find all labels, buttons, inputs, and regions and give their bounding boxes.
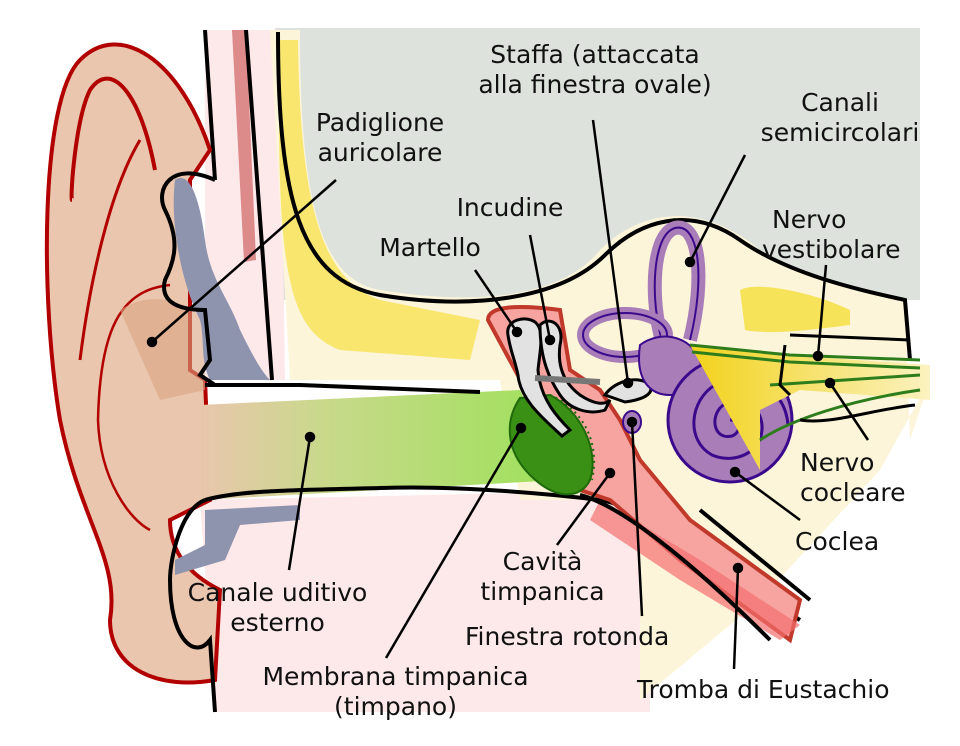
eustachian-outline-b: [698, 508, 812, 602]
cochlear-nerve: [769, 373, 921, 387]
label-staffa: Staffa (attaccata alla finestra ovale): [450, 40, 740, 100]
label-line: Tromba di Eustachio: [637, 675, 890, 704]
leader-dot-tromba: [732, 562, 744, 574]
label-tromba-di-eustachio: Tromba di Eustachio: [637, 675, 937, 705]
label-line: Canali: [801, 88, 879, 117]
cartilage-lower: [175, 505, 300, 575]
label-line: Cavità: [502, 547, 583, 576]
leader-dot-coclea: [729, 466, 741, 478]
leader-tromba: [732, 567, 740, 670]
bone-yellow-inner: [740, 286, 850, 333]
tensor-tendon: [534, 375, 601, 385]
label-line: Membrana timpanica: [262, 662, 529, 691]
leader-finestra: [630, 421, 644, 617]
bone-outline: [276, 31, 912, 361]
label-line: alla finestra ovale): [478, 70, 712, 99]
leader-martello: [473, 269, 519, 333]
label-line: Incudine: [456, 193, 564, 222]
label-membrana-timpanica: Membrana timpanica (timpano): [238, 662, 553, 722]
label-cavita-timpanica: Cavità timpanica: [470, 547, 615, 607]
label-line: semicircolari: [760, 118, 920, 147]
label-line: esterno: [230, 608, 325, 637]
leader-dot-padiglione: [146, 336, 158, 348]
leader-dot-finestra: [626, 416, 638, 428]
incus: [538, 319, 612, 414]
nerve-bundle: [690, 345, 930, 470]
leader-dot-cavita: [604, 467, 616, 479]
ear-canal: [200, 390, 560, 500]
leader-dot-nervo-vestibolare: [812, 350, 824, 362]
label-nervo-cocleare: Nervo cocleare: [800, 448, 940, 508]
eardrum: [508, 393, 594, 496]
leader-cavita: [555, 472, 612, 546]
head-outline-left: [203, 29, 217, 181]
label-coclea: Coclea: [795, 527, 905, 557]
label-line: Padiglione: [315, 108, 445, 137]
leader-dot-membrana: [515, 422, 527, 434]
label-line: auricolare: [317, 138, 443, 167]
lobule-outline: [167, 498, 217, 713]
label-nervo-vestibolare: Nervo vestibolare: [762, 205, 942, 265]
label-line: Nervo: [772, 205, 847, 234]
label-line: Staffa (attaccata: [490, 40, 700, 69]
malleus: [506, 317, 573, 438]
antihelix: [96, 283, 171, 532]
leader-nervo-vestibolare: [816, 264, 828, 357]
label-line: timpanica: [480, 577, 605, 606]
leader-coclea: [734, 470, 801, 522]
leader-dot-nervo-cocleare: [824, 377, 836, 389]
label-line: (timpano): [334, 692, 457, 721]
leader-padiglione: [151, 179, 337, 343]
leader-canali: [688, 154, 747, 263]
leader-dot-canali: [684, 256, 696, 268]
pinna-fold-2: [78, 139, 142, 361]
label-line: Canale uditivo: [187, 578, 368, 607]
cochlear-nerve-2: [759, 388, 921, 442]
label-finestra-rotonda: Finestra rotonda: [465, 622, 710, 652]
cartilage: [173, 178, 270, 380]
label-canale-uditivo-esterno: Canale uditivo esterno: [170, 578, 385, 638]
semicircular-canal-vertical-outline: [653, 226, 700, 351]
label-line: Martello: [379, 233, 481, 262]
vestibular-nerve-2: [691, 350, 921, 370]
label-line: cocleare: [800, 478, 906, 507]
leader-canale: [287, 436, 312, 571]
leader-nervo-cocleare: [828, 382, 870, 441]
leader-dot-canale: [304, 431, 316, 443]
pinna-fold: [69, 76, 157, 202]
leader-lines: [146, 119, 870, 670]
label-martello: Martello: [365, 233, 495, 263]
label-line: vestibolare: [762, 235, 901, 264]
leader-dot-incudine: [544, 334, 556, 346]
label-line: Coclea: [795, 527, 880, 556]
leader-membrana: [384, 427, 523, 659]
label-canali-semicircolari: Canali semicircolari: [740, 88, 940, 148]
label-incudine: Incudine: [440, 193, 580, 223]
lower-tissue: [200, 490, 650, 712]
skull-region: [275, 28, 920, 300]
vestibular-nerve: [689, 343, 921, 362]
leader-dot-martello: [511, 326, 523, 338]
leader-dot-staffa: [622, 377, 634, 389]
leader-staffa: [591, 119, 630, 384]
head-outline-inner: [244, 29, 274, 381]
label-line: Finestra rotonda: [465, 622, 670, 651]
temporal-bone: [270, 30, 930, 700]
label-line: Nervo: [800, 448, 875, 477]
bone-yellow-band: [279, 40, 480, 360]
vessel-stripe: [232, 30, 256, 262]
canal-top-outline: [205, 383, 481, 394]
tragus-outline: [160, 171, 290, 387]
leader-incudine: [528, 234, 552, 341]
concha-shadow: [120, 299, 205, 400]
eustachian-outline-a: [579, 493, 772, 642]
label-padiglione-auricolare: Padiglione auricolare: [295, 108, 465, 168]
